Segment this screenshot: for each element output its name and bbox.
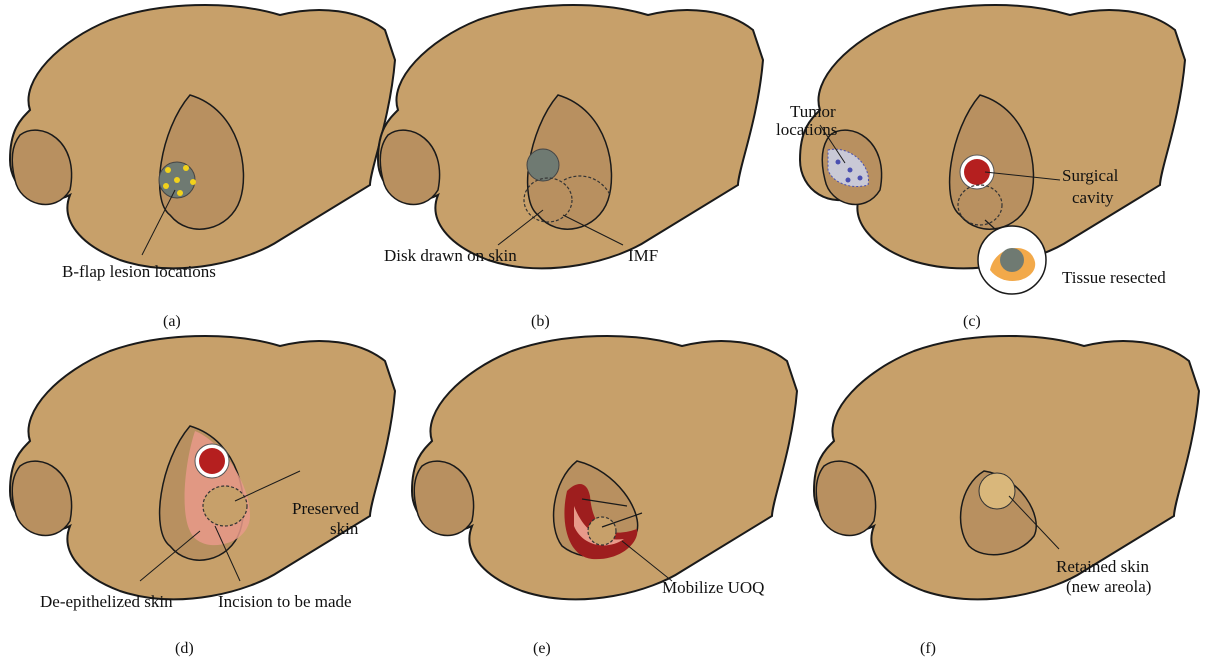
torso-illustration xyxy=(790,0,1207,300)
new-areola xyxy=(979,473,1015,509)
caption-d: (d) xyxy=(175,640,194,658)
preserved-skin-disk xyxy=(203,486,247,526)
label-preserved-1: Preserved xyxy=(292,499,359,519)
label-deepithelized: De-epithelized skin xyxy=(40,592,173,612)
nipple xyxy=(527,149,559,181)
label-incision: Incision to be made xyxy=(218,592,352,612)
label-disk: Disk drawn on skin xyxy=(384,246,517,266)
caption-e: (e) xyxy=(533,640,551,658)
label-mobilize: Mobilize UOQ xyxy=(662,578,764,598)
panel-b: Disk drawn on skin IMF (b) xyxy=(368,0,770,331)
caption-f: (f) xyxy=(920,640,936,658)
torso-illustration xyxy=(0,0,402,300)
resected-nipple xyxy=(1000,248,1024,272)
label-cavity-1: Surgical xyxy=(1062,166,1118,186)
disk-outline xyxy=(588,517,616,545)
panel-f: Retained skin (new areola) (f) xyxy=(804,331,1206,662)
label-lesion-locations: B-flap lesion locations xyxy=(62,262,216,282)
label-imf: IMF xyxy=(628,246,658,266)
caption-a: (a) xyxy=(163,313,181,331)
label-resected: Tissue resected xyxy=(1062,268,1166,288)
label-tumor-2: locations xyxy=(776,120,837,140)
surgical-cavity xyxy=(199,448,225,474)
label-retained-1: Retained skin xyxy=(1056,557,1149,577)
panel-c: Tumor locations Surgical cavity Tissue r… xyxy=(790,0,1192,331)
caption-c: (c) xyxy=(963,313,981,331)
label-cavity-2: cavity xyxy=(1072,188,1114,208)
torso-shape xyxy=(412,336,797,599)
label-retained-2: (new areola) xyxy=(1066,577,1151,597)
label-tumor-1: Tumor xyxy=(790,102,836,122)
panel-a: B-flap lesion locations (a) xyxy=(0,0,402,331)
panel-d: Preserved skin De-epithelized skin Incis… xyxy=(0,331,402,662)
caption-b: (b) xyxy=(531,313,550,331)
torso-illustration xyxy=(0,331,402,631)
label-preserved-2: skin xyxy=(330,519,358,539)
panel-e: Mobilize UOQ (e) xyxy=(402,331,804,662)
